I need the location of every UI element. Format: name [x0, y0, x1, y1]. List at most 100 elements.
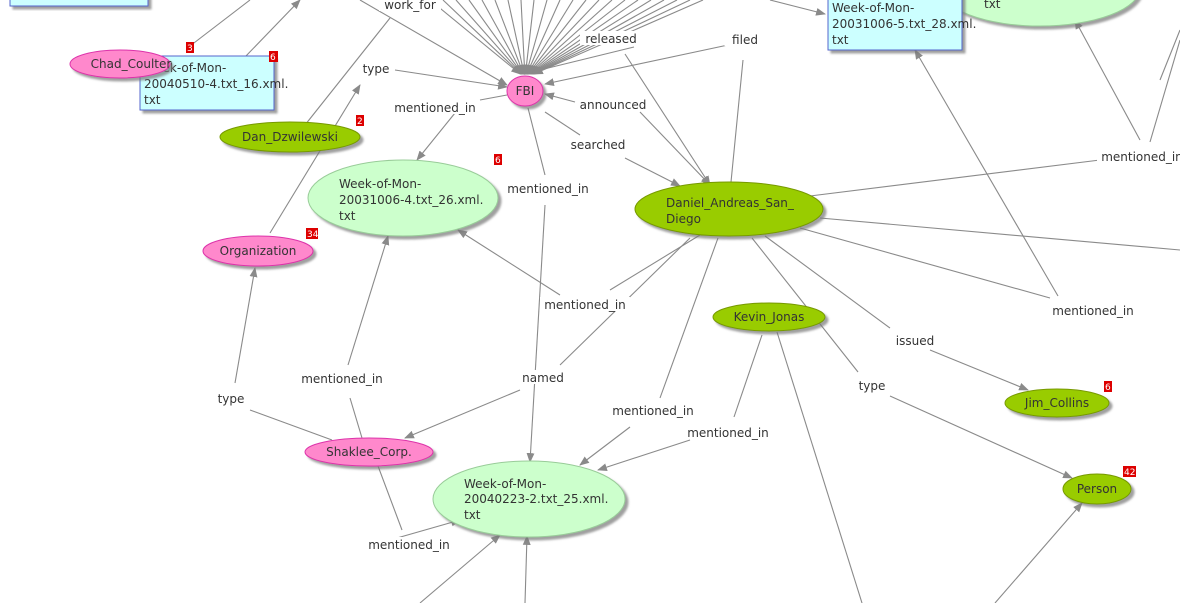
- edge: [269, 84, 361, 234]
- edge-label-bg: [855, 378, 889, 392]
- edge: [733, 334, 763, 418]
- edge-label: released: [585, 32, 636, 46]
- node-fbi[interactable]: FBI: [506, 75, 544, 107]
- edge: [457, 229, 561, 296]
- node-label: Chad_Coulter: [91, 57, 172, 71]
- node-shaklee-corp[interactable]: Shaklee_Corp.: [304, 437, 434, 467]
- edge: [799, 227, 1051, 299]
- node-label: 20040223-2.txt_25.xml.: [464, 492, 608, 506]
- edge-label-bg: [1097, 149, 1180, 163]
- edge: [1159, 29, 1180, 81]
- edge: [889, 395, 1073, 479]
- edge-label: filed: [732, 33, 758, 47]
- edge-label: mentioned_in: [1052, 304, 1134, 318]
- node-person[interactable]: Person 42: [1062, 466, 1136, 505]
- edge-label: mentioned_in: [612, 404, 694, 418]
- edge: [914, 49, 1059, 297]
- count-badge: [269, 51, 278, 62]
- edge-label: mentioned_in: [687, 426, 769, 440]
- count-badge-text: 6: [270, 53, 276, 63]
- edge-label-bg: [724, 32, 766, 46]
- edge: [528, 0, 613, 75]
- doc-node-20040223-2[interactable]: Week-of-Mon- 20040223-2.txt_25.xml. txt: [432, 460, 626, 538]
- node-label: Week-of-Mon-: [339, 177, 421, 191]
- edge-label-bg: [390, 100, 480, 114]
- edge: [520, 0, 529, 75]
- doc-node-20031006-4[interactable]: Week-of-Mon- 20031006-4.txt_26.xml. txt …: [307, 154, 502, 237]
- edge: [764, 235, 891, 329]
- edge: [1074, 19, 1141, 141]
- node-kevin-jonas[interactable]: Kevin_Jonas: [712, 302, 826, 332]
- edge: [455, 0, 523, 75]
- edge-label-bg: [214, 391, 248, 405]
- node-label: txt: [984, 0, 1001, 11]
- count-badge: [1123, 466, 1136, 477]
- edge: [347, 235, 390, 366]
- edge: [929, 349, 1029, 391]
- edge: [819, 217, 1180, 251]
- edge: [579, 426, 631, 466]
- edge-label-bg: [540, 297, 630, 311]
- edge: [1149, 39, 1180, 143]
- edge: [597, 439, 691, 472]
- count-badge-text: 2: [357, 117, 363, 127]
- edge: [624, 157, 681, 187]
- node-label: Diego: [666, 212, 701, 226]
- edge-label-bg: [1048, 303, 1138, 317]
- count-badge-text: 34: [307, 230, 319, 240]
- edge-label-bg: [683, 425, 773, 439]
- doc-node-partial[interactable]: [9, 0, 149, 7]
- node-label: txt: [464, 508, 481, 522]
- node-label: Week-of-Mon-: [832, 1, 914, 15]
- edge: [404, 389, 521, 439]
- edge-label-bg: [297, 371, 387, 385]
- node-label: Kevin_Jonas: [734, 310, 805, 324]
- edge: [349, 397, 363, 439]
- edge: [507, 0, 527, 75]
- edge-label-bg: [608, 403, 698, 417]
- edge-label-bg: [503, 181, 593, 195]
- count-badge: [356, 115, 364, 126]
- edge-label: named: [522, 371, 564, 385]
- doc-node-20040510-4[interactable]: Week-of-Mon- 20040510-4.txt_16.xml. txt …: [139, 51, 288, 111]
- edge: [544, 92, 576, 103]
- node-jim-collins[interactable]: Jim_Collins 6: [1004, 381, 1112, 418]
- edge: [234, 267, 258, 384]
- edge-label-bg: [522, 370, 564, 384]
- count-badge-text: 42: [1124, 468, 1135, 478]
- node-dan-dzwilewski[interactable]: Dan_Dzwilewski 2: [219, 115, 364, 153]
- count-badge: [186, 42, 194, 53]
- edge: [529, 0, 626, 75]
- edge: [539, 46, 635, 71]
- node-label: Shaklee_Corp.: [326, 445, 412, 459]
- edge: [639, 111, 711, 186]
- edge-label-bg: [364, 537, 454, 551]
- node-label: FBI: [516, 84, 535, 98]
- edge: [544, 111, 581, 136]
- doc-node-topright[interactable]: txt: [940, 0, 1140, 27]
- node-organization[interactable]: Organization 34: [202, 228, 319, 267]
- edge: [609, 234, 701, 291]
- node-daniel-andreas-san-diego[interactable]: Daniel_Andreas_San_ Diego: [634, 181, 824, 237]
- edge: [481, 0, 524, 75]
- edge: [394, 69, 508, 90]
- node-chad-coulter[interactable]: Chad_Coulter 3: [69, 42, 194, 79]
- edge: [994, 502, 1083, 603]
- doc-node-20031006-5[interactable]: Week-of-Mon- 20031006-5.txt_28.xml. txt: [827, 0, 976, 51]
- node-label: 20040510-4.txt_16.xml.: [144, 77, 288, 91]
- edge-label: mentioned_in: [394, 101, 476, 115]
- edge: [189, 0, 251, 47]
- edge: [524, 0, 548, 75]
- edge: [468, 0, 523, 75]
- edge: [769, 0, 826, 16]
- edge: [776, 331, 863, 603]
- node-label: txt: [339, 209, 356, 223]
- edge-label: mentioned_in: [1101, 150, 1180, 164]
- count-badge-text: 6: [495, 156, 501, 166]
- edge-label: mentioned_in: [544, 298, 626, 312]
- count-badge-text: 3: [187, 44, 193, 54]
- node-label: txt: [144, 93, 161, 107]
- edge-label-bg: [578, 97, 648, 111]
